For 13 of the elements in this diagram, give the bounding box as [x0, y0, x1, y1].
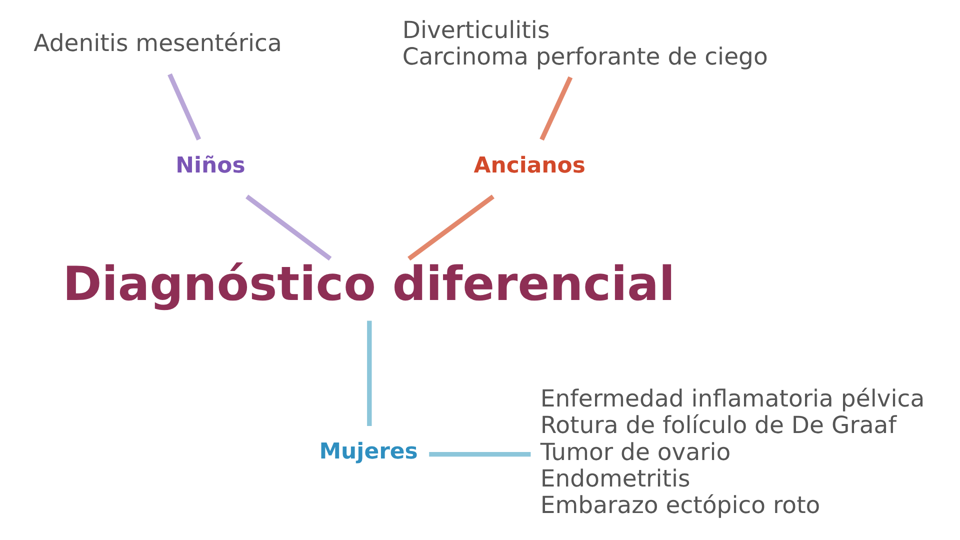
- connector: [429, 452, 531, 457]
- node-text: Ancianos: [474, 153, 586, 178]
- node-text: Diagnóstico diferencial: [62, 256, 676, 312]
- node-text: Mujeres: [319, 440, 418, 465]
- connector: [246, 194, 332, 261]
- node-text: Diverticulitis Carcinoma perforante de ciego: [402, 16, 768, 70]
- node-text: Adenitis mesentérica: [34, 29, 282, 58]
- node-text: Enfermedad inflamatoria pélvica Rotura de folículo de De Graaf Tumor de ovario Endometritis Embarazo ectópico roto: [540, 384, 925, 520]
- connector: [367, 320, 372, 426]
- connector: [540, 76, 573, 141]
- node-text: Niños: [176, 153, 246, 178]
- connector: [408, 194, 494, 261]
- connector: [168, 73, 202, 140]
